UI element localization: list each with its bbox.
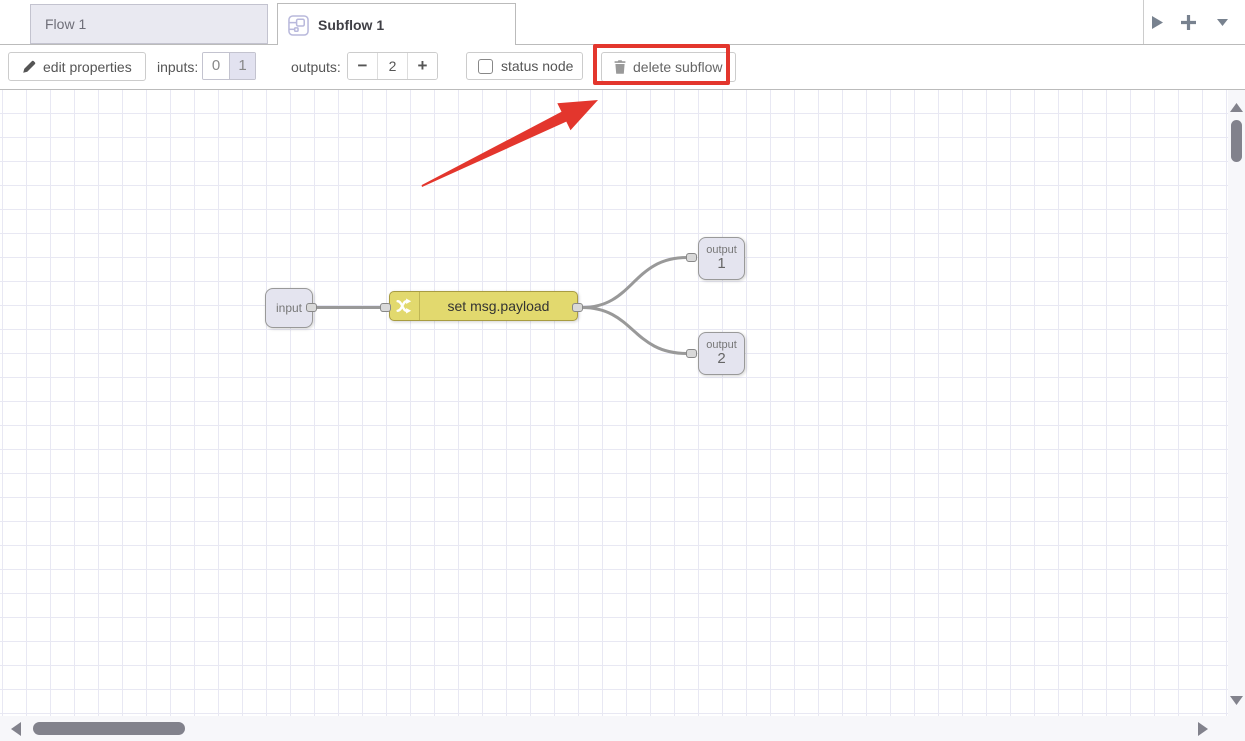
wire-change-to-output1[interactable] bbox=[581, 256, 688, 309]
input-node-label: input bbox=[275, 301, 303, 315]
horizontal-scroll-thumb[interactable] bbox=[33, 722, 185, 735]
tab-subflow-1[interactable]: Subflow 1 bbox=[277, 3, 516, 46]
output2-number: 2 bbox=[717, 350, 726, 368]
subflow-output-node-2[interactable]: output 2 bbox=[698, 332, 745, 375]
next-tab-icon[interactable] bbox=[1152, 0, 1163, 44]
output1-input-port[interactable] bbox=[686, 253, 697, 262]
vertical-scrollbar[interactable] bbox=[1228, 90, 1245, 716]
outputs-increase-button[interactable]: + bbox=[408, 53, 437, 79]
wires-layer bbox=[317, 256, 688, 355]
flow-list-chevron-down-icon[interactable] bbox=[1217, 0, 1228, 44]
subflow-toolbar: edit properties inputs: 0 1 outputs: − 2… bbox=[0, 44, 1245, 90]
pencil-icon bbox=[22, 60, 36, 74]
output1-number: 1 bbox=[717, 255, 726, 273]
subflow-icon bbox=[288, 14, 309, 36]
vertical-scroll-thumb[interactable] bbox=[1231, 120, 1242, 162]
change-node-input-port[interactable] bbox=[380, 303, 391, 312]
edit-properties-label: edit properties bbox=[43, 58, 132, 75]
output2-input-port[interactable] bbox=[686, 349, 697, 358]
delete-subflow-label: delete subflow bbox=[633, 59, 723, 75]
tab-flow-1-label: Flow 1 bbox=[45, 16, 87, 32]
inputs-toggle-group: 0 1 bbox=[202, 52, 256, 80]
workspace-tab-bar: Flow 1 Subflow 1 bbox=[0, 0, 1245, 46]
input-node-output-port[interactable] bbox=[306, 303, 317, 312]
inputs-label: inputs: bbox=[157, 59, 199, 75]
outputs-decrease-button[interactable]: − bbox=[348, 53, 377, 79]
scroll-left-icon[interactable] bbox=[11, 722, 21, 741]
shuffle-icon bbox=[390, 292, 420, 320]
outputs-label: outputs: bbox=[291, 59, 341, 75]
outputs-spinner: − 2 + bbox=[347, 52, 438, 80]
outputs-value[interactable]: 2 bbox=[377, 53, 408, 79]
scroll-down-icon[interactable] bbox=[1230, 692, 1243, 710]
wire-change-to-output2[interactable] bbox=[581, 306, 688, 355]
tabbar-divider bbox=[1143, 0, 1144, 44]
trash-icon bbox=[614, 60, 626, 74]
horizontal-scrollbar[interactable] bbox=[0, 716, 1245, 741]
inputs-option-0[interactable]: 0 bbox=[203, 53, 229, 79]
add-flow-icon[interactable] bbox=[1181, 0, 1196, 44]
scroll-up-icon[interactable] bbox=[1230, 99, 1243, 117]
status-node-label: status node bbox=[501, 58, 574, 74]
subflow-output-node-1[interactable]: output 1 bbox=[698, 237, 745, 280]
status-node-checkbox[interactable] bbox=[478, 58, 493, 74]
delete-subflow-button[interactable]: delete subflow bbox=[601, 52, 736, 82]
change-node[interactable]: set msg.payload bbox=[389, 291, 578, 321]
edit-properties-button[interactable]: edit properties bbox=[8, 52, 146, 81]
output2-label: output bbox=[706, 338, 737, 351]
status-node-toggle[interactable]: status node bbox=[466, 52, 583, 80]
change-node-output-port[interactable] bbox=[572, 303, 583, 312]
change-node-label: set msg.payload bbox=[447, 298, 550, 314]
subflow-input-node[interactable]: input bbox=[265, 288, 313, 328]
tab-subflow-1-label: Subflow 1 bbox=[318, 17, 385, 33]
flow-canvas[interactable]: input set msg.payload output 1 output 2 bbox=[0, 90, 1228, 716]
output1-label: output bbox=[706, 243, 737, 256]
tab-flow-1[interactable]: Flow 1 bbox=[30, 4, 268, 44]
inputs-option-1[interactable]: 1 bbox=[229, 53, 255, 79]
scroll-right-icon[interactable] bbox=[1198, 722, 1208, 741]
